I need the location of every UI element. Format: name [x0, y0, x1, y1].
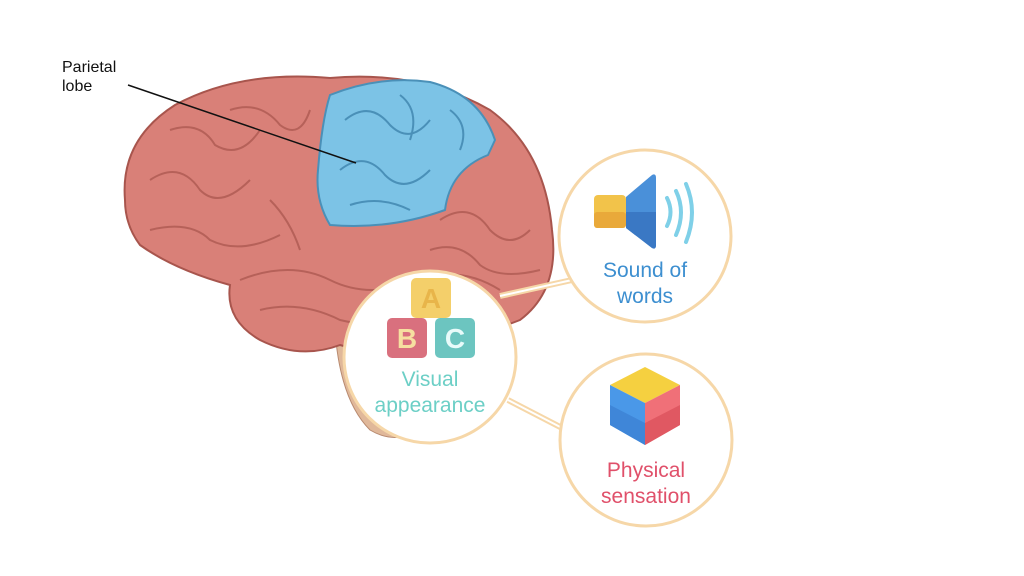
visual-line-2: appearance	[374, 394, 486, 417]
abc-blocks-icon: A B C	[387, 278, 475, 358]
sound-of-words-label: Sound of words	[560, 258, 730, 310]
label-pointer-line	[127, 84, 357, 164]
speaker-icon	[594, 174, 694, 249]
visual-appearance-label: Visual appearance	[345, 367, 515, 419]
visual-line-1: Visual	[401, 368, 459, 391]
physical-line-1: Physical	[606, 459, 686, 482]
parietal-lobe-region	[316, 79, 497, 227]
parietal-lobe-label: Parietal lobe	[62, 58, 116, 96]
physical-line-2: sensation	[601, 485, 691, 508]
label-line-1: Parietal	[62, 59, 117, 76]
block-c: C	[445, 323, 465, 354]
physical-sensation-label: Physical sensation	[561, 458, 731, 510]
block-a: A	[421, 283, 441, 314]
cube-icon	[610, 367, 680, 445]
sound-line-2: words	[616, 285, 674, 308]
block-b: B	[397, 323, 417, 354]
visual-node-circle	[342, 269, 518, 445]
label-line-2: lobe	[62, 78, 93, 95]
sound-line-1: Sound of	[602, 259, 688, 282]
